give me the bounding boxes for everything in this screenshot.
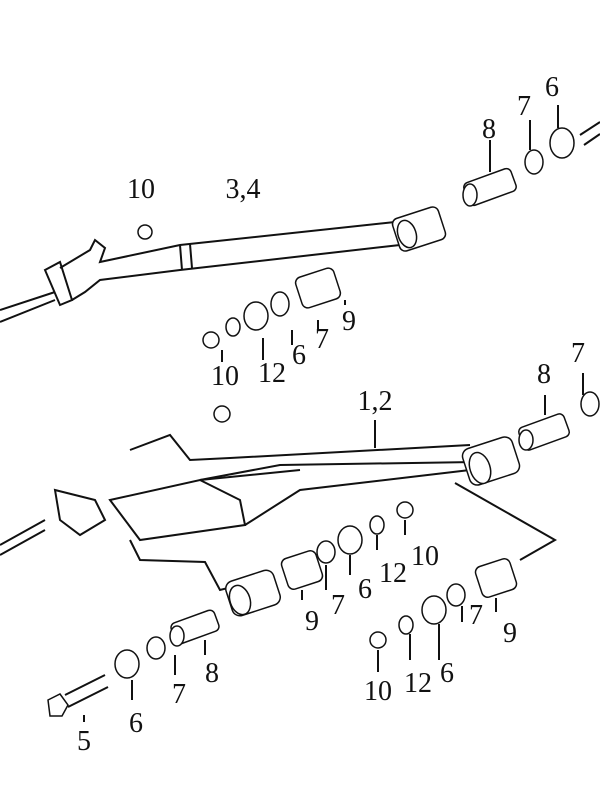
label-washer-lower-front: 6 xyxy=(129,708,143,739)
label-seal-top: 7 xyxy=(517,91,531,122)
label-washer12-upper: 12 xyxy=(258,358,286,389)
label-seal-lower-rear: 7 xyxy=(571,338,585,369)
lower-arm-drawing xyxy=(0,420,558,617)
label-seal-lower-front: 7 xyxy=(172,679,186,710)
label-bushing-lower-right: 9 xyxy=(503,618,517,649)
label-washer-lower-right: 6 xyxy=(440,658,454,689)
label-bushing-lower-mid: 9 xyxy=(305,606,319,637)
lower-rear-hardware xyxy=(518,373,600,451)
label-upper-arm: 3,4 xyxy=(226,174,261,205)
label-washer12-lower-right: 12 xyxy=(404,668,432,699)
label-sleeve-lower-front: 8 xyxy=(205,658,219,689)
label-sleeve-top: 8 xyxy=(482,114,496,145)
label-nut-upper-front: 10 xyxy=(211,361,239,392)
upper-rear-hardware xyxy=(462,105,600,207)
label-bushing-upper: 9 xyxy=(342,306,356,337)
label-washer-upper: 6 xyxy=(292,340,306,371)
label-washer12-lower-mid: 12 xyxy=(379,558,407,589)
label-sleeve-lower-rear: 8 xyxy=(537,359,551,390)
label-washer-top: 6 xyxy=(545,72,559,103)
label-seal-upper: 7 xyxy=(315,324,329,355)
lower-mid-hardware xyxy=(280,501,414,600)
lower-right-hardware xyxy=(369,558,518,672)
lower-front-hardware xyxy=(47,609,220,722)
label-bolt: 5 xyxy=(77,726,91,757)
label-lower-arm: 1,2 xyxy=(358,386,393,417)
label-nut-upper: 10 xyxy=(127,174,155,205)
label-nut-lower-mid: 10 xyxy=(411,541,439,572)
label-seal-lower-right: 7 xyxy=(469,600,483,631)
callout-labels: 6 7 8 10 3,4 9 7 6 12 10 1,2 8 7 10 12 6… xyxy=(77,72,585,757)
upper-arm-drawing xyxy=(0,206,447,323)
label-nut-lower-right: 10 xyxy=(364,676,392,707)
upper-front-hardware xyxy=(202,267,346,423)
label-washer-lower-mid: 6 xyxy=(358,574,372,605)
label-seal-lower-mid: 7 xyxy=(331,590,345,621)
